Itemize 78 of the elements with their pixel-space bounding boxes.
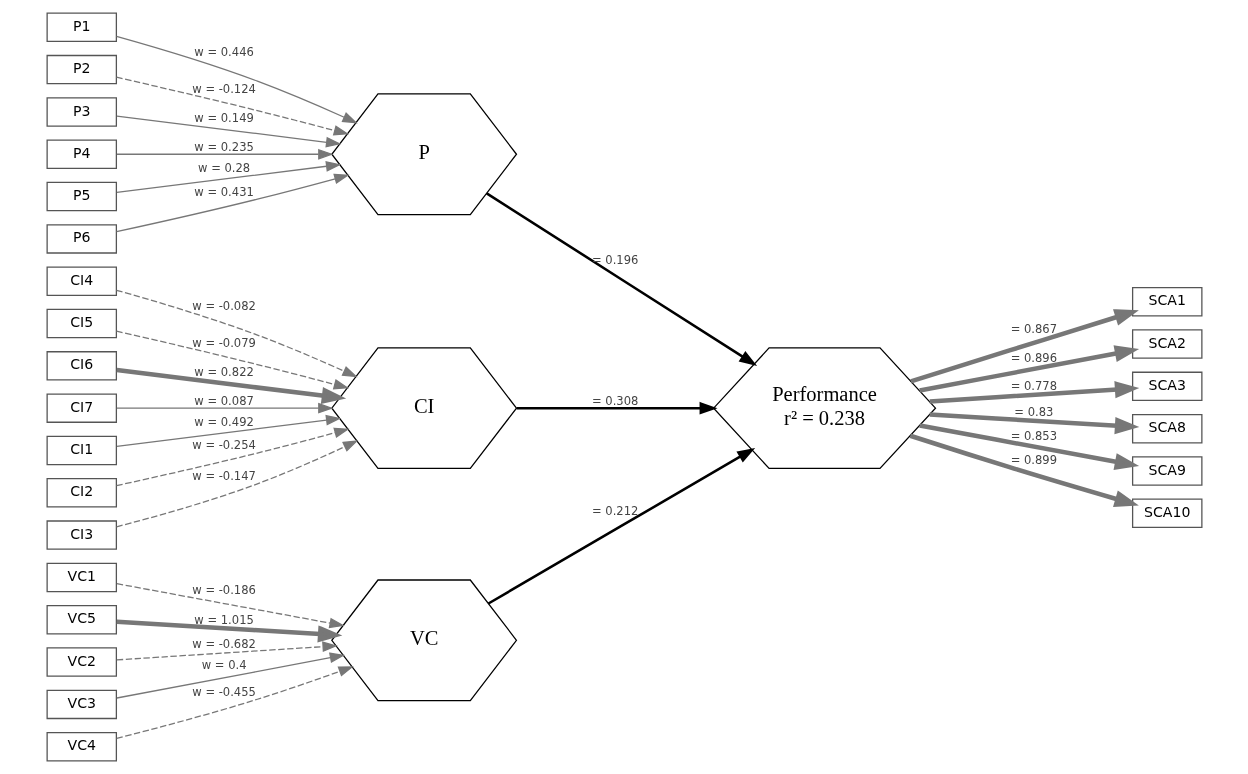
arrow — [115, 35, 358, 124]
arrow — [115, 173, 350, 233]
arrow — [115, 148, 334, 160]
node-box: SCA9 — [1131, 456, 1202, 486]
arrow — [929, 381, 1139, 404]
node-box: CI2 — [46, 478, 117, 508]
arrow — [115, 402, 334, 414]
arrow — [516, 401, 718, 415]
node-box: SCA1 — [1131, 287, 1202, 317]
node-box: P3 — [46, 97, 117, 127]
edge-label: = 0.896 — [1010, 351, 1057, 366]
edge-label: w = 0.446 — [193, 44, 254, 59]
arrow — [115, 160, 341, 193]
edge-label: w = 0.149 — [193, 111, 254, 126]
arrow — [115, 440, 358, 528]
edge-label: w = 0.822 — [193, 365, 254, 380]
edge-label: w = -0.254 — [191, 438, 256, 453]
arrow — [115, 414, 341, 447]
node-box: CI6 — [46, 351, 117, 381]
node-box: VC3 — [46, 689, 117, 720]
arrow — [115, 330, 349, 390]
edge-label: w = -0.079 — [191, 335, 256, 350]
node-box: P4 — [46, 139, 117, 169]
arrow — [115, 76, 349, 136]
node-box: SCA10 — [1131, 498, 1202, 529]
arrow — [918, 423, 1139, 470]
edge-label: w = -0.186 — [191, 583, 256, 598]
arrow — [116, 367, 346, 405]
node-box: SCA2 — [1131, 329, 1202, 359]
node-box: P6 — [46, 224, 117, 254]
arrow — [909, 433, 1139, 507]
edge-label: = 0.899 — [1010, 452, 1057, 467]
edge-label: w = 0.4 — [201, 657, 246, 672]
arrow — [115, 666, 354, 739]
node-box: CI5 — [46, 308, 117, 339]
edge-label: w = -0.455 — [191, 684, 256, 699]
edge-label: w = -0.082 — [191, 298, 256, 313]
node-box: SCA8 — [1131, 413, 1202, 444]
edge-label: w = -0.682 — [191, 637, 256, 652]
node-box: P1 — [46, 12, 117, 43]
arrow — [485, 192, 757, 366]
node-box: SCA3 — [1131, 371, 1202, 402]
edge-label: w = 1.015 — [193, 612, 254, 627]
edge-label: w = -0.124 — [191, 81, 256, 96]
node-box: VC2 — [46, 647, 117, 677]
arrow — [115, 583, 345, 629]
arrow — [487, 447, 755, 605]
node-box: VC5 — [46, 605, 117, 635]
edge-label: = 0.83 — [1013, 405, 1053, 420]
edge-label: w = 0.087 — [193, 393, 254, 408]
node-box: CI7 — [46, 393, 117, 423]
arrow — [115, 641, 338, 661]
node-box: VC4 — [46, 731, 117, 762]
edge-label: w = 0.235 — [193, 139, 254, 154]
node-box: CI3 — [46, 520, 117, 550]
arrow — [115, 289, 358, 378]
arrow — [918, 345, 1139, 393]
edge-label: = 0.308 — [591, 393, 638, 408]
edge-label: w = 0.431 — [193, 184, 254, 199]
arrow — [116, 619, 342, 643]
arrow — [909, 309, 1139, 384]
node-box: CI4 — [46, 266, 117, 296]
edge-label: w = 0.28 — [197, 161, 250, 176]
arrow — [115, 115, 341, 148]
edge-label: w = 0.492 — [193, 415, 254, 430]
edge-label: = 0.212 — [591, 503, 638, 518]
edge-label: = 0.867 — [1010, 321, 1057, 336]
edge-label: = 0.853 — [1010, 429, 1057, 444]
edge-label: = 0.196 — [591, 252, 638, 267]
node-box: VC1 — [46, 562, 117, 593]
edge-label: w = -0.147 — [191, 469, 256, 484]
arrow — [115, 427, 350, 487]
edge-label: = 0.778 — [1010, 379, 1057, 394]
node-box: P2 — [46, 54, 117, 85]
arrow — [929, 412, 1139, 435]
arrow — [115, 652, 345, 699]
node-box: P5 — [46, 181, 117, 212]
node-box: CI1 — [46, 435, 117, 466]
